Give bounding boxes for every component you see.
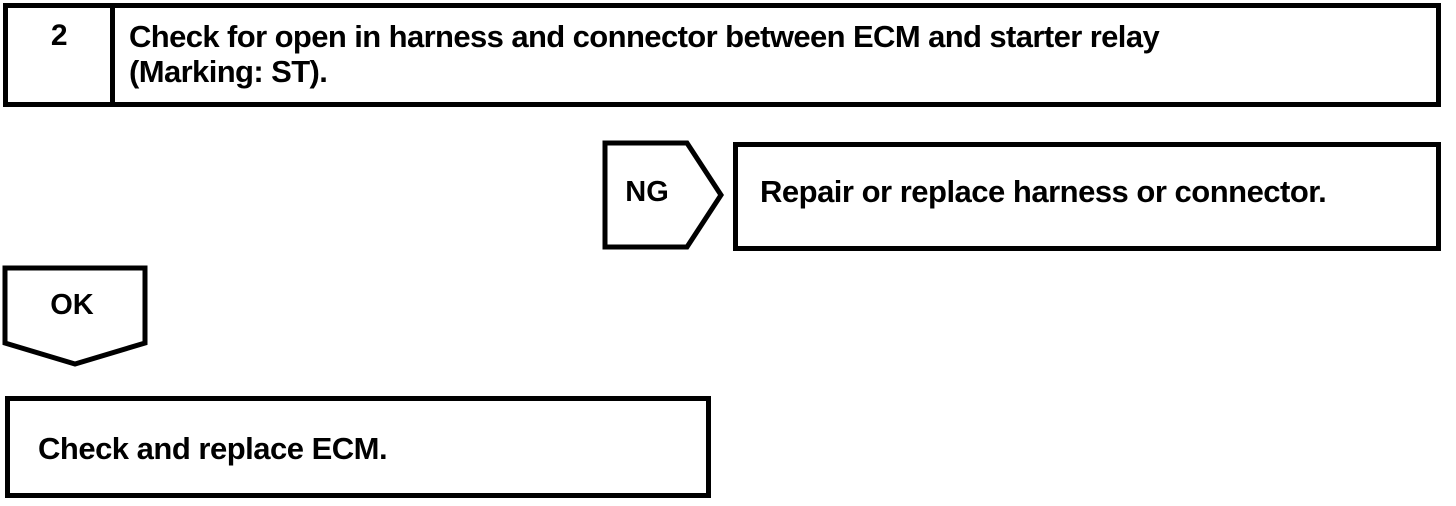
ok-action-box: Check and replace ECM.: [5, 396, 711, 498]
step-number: 2: [50, 19, 68, 52]
step-instruction-text: Check for open in harness and connector …: [129, 19, 1160, 89]
ok-arrow-icon: [2, 265, 148, 367]
ng-branch-label: NG: [625, 176, 669, 208]
ng-action-box: Repair or replace harness or connector.: [733, 142, 1441, 251]
step-instruction-cell: Check for open in harness and connector …: [115, 8, 1436, 102]
step-number-cell: 2: [8, 8, 115, 102]
step-row: 2 Check for open in harness and connecto…: [3, 3, 1441, 107]
ng-action-text: Repair or replace harness or connector.: [760, 174, 1327, 209]
ng-arrow-icon: [602, 140, 724, 250]
ok-action-text: Check and replace ECM.: [38, 431, 388, 466]
ok-branch-label: OK: [50, 289, 94, 321]
